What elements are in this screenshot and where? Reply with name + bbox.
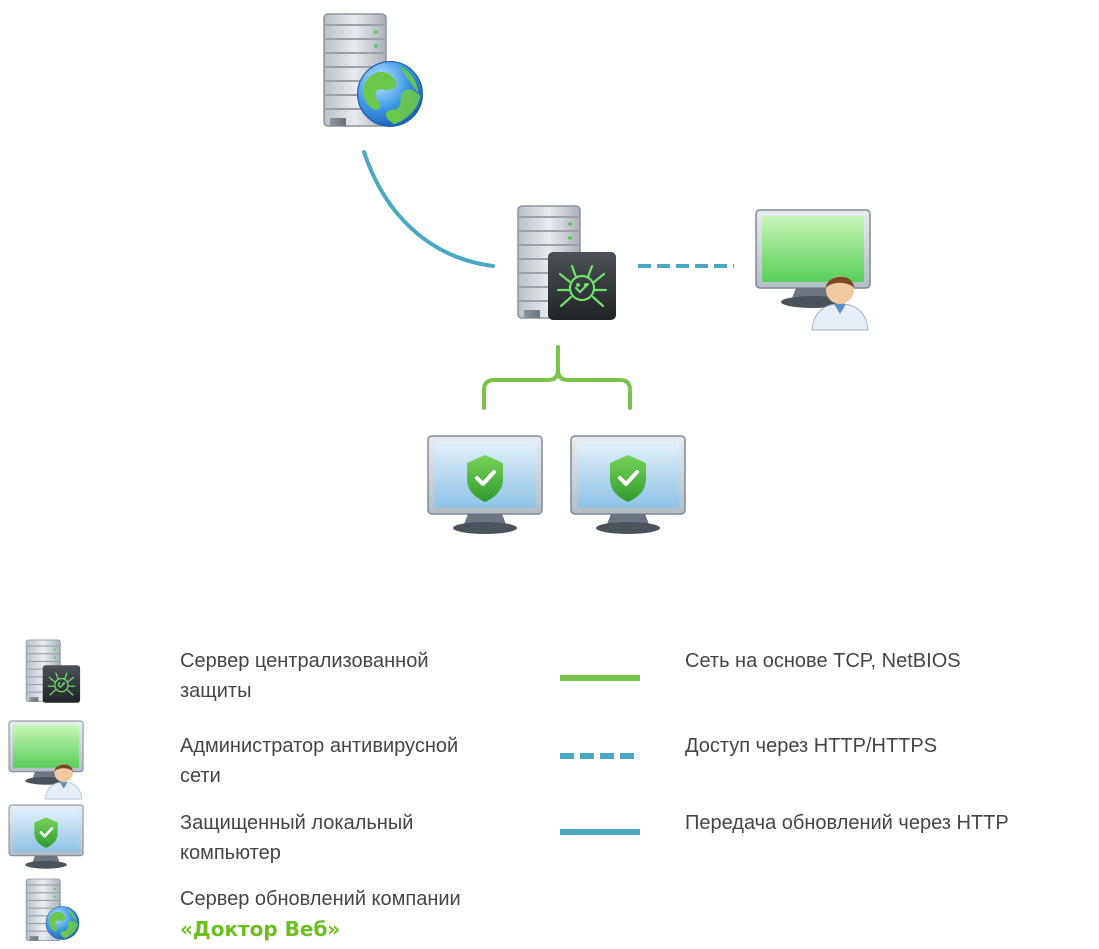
brand-name: «Доктор Веб» bbox=[180, 917, 341, 941]
legend-item-admin: Администратор антивирусной сети bbox=[180, 731, 540, 791]
legend-line-label-tcp: Сеть на основе TCP, NetBIOS bbox=[685, 650, 961, 672]
legend-item-protected-computer: Защищенный локальный компьютер bbox=[180, 808, 540, 868]
update-server-icon bbox=[323, 13, 423, 127]
admin-workstation-icon bbox=[755, 209, 871, 331]
legend-item-label: Сервер обновлений компании bbox=[180, 888, 461, 910]
drweb-server-icon bbox=[517, 205, 618, 322]
legend-item-drweb-server: Сервер централизованной защиты bbox=[180, 646, 540, 706]
legend-line-label-http-access: Доступ через HTTP/HTTPS bbox=[685, 735, 938, 757]
legend-item-label: компьютер bbox=[180, 842, 281, 864]
legend-item-label: Администратор антивирусной bbox=[180, 735, 459, 757]
diagram-canvas bbox=[323, 13, 871, 535]
legend-icons bbox=[8, 639, 84, 942]
legend-item-label: Защищенный локальный bbox=[180, 812, 414, 834]
legend-item-label: Сервер централизованной bbox=[180, 650, 429, 672]
protected-computer-icon bbox=[427, 435, 543, 535]
protected-computer-icon bbox=[8, 804, 84, 870]
legend-line-samples bbox=[560, 675, 640, 835]
legend-item-label: сети bbox=[180, 765, 221, 787]
drweb-server-icon bbox=[25, 639, 81, 704]
tcp-netbios-link bbox=[482, 345, 632, 410]
legend: Сервер централизованной защиты Администр… bbox=[0, 600, 1099, 949]
admin-workstation-icon bbox=[8, 720, 84, 800]
legend-item-label: защиты bbox=[180, 680, 252, 702]
legend-item-update-server: Сервер обновлений компании «Доктор Веб» bbox=[180, 884, 560, 944]
network-diagram bbox=[323, 13, 871, 535]
legend-line-label-http-updates: Передача обновлений через HTTP bbox=[685, 812, 1009, 834]
protected-computer-icon bbox=[570, 435, 686, 535]
update-server-icon bbox=[25, 878, 80, 942]
http-updates-link bbox=[362, 150, 495, 268]
